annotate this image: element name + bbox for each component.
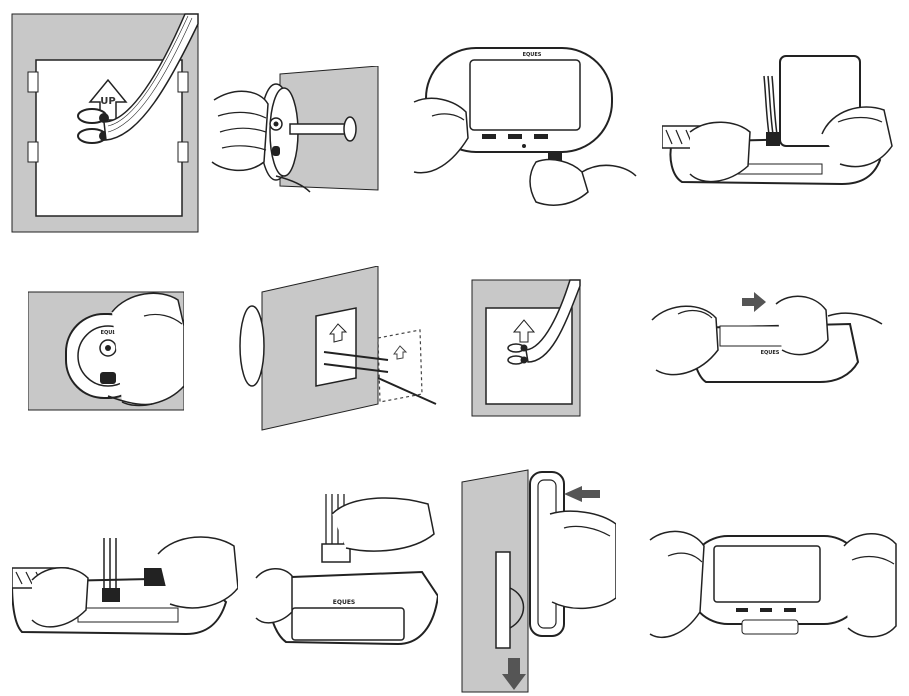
hand xyxy=(111,292,184,407)
step-5-illustration: EQUES xyxy=(28,291,184,411)
doorbell-button xyxy=(100,372,116,384)
step-3-illustration: EQUES xyxy=(413,47,637,206)
step-7-plate-cable xyxy=(470,278,582,418)
step-1-illustration: UP xyxy=(11,13,199,233)
cable xyxy=(509,587,525,629)
step-8-illustration: EQUES xyxy=(651,292,883,383)
battery-connector xyxy=(766,132,780,146)
step-12-monitor-in-hands xyxy=(648,516,898,648)
cable-wires xyxy=(325,494,345,552)
step-10-plug-cable: EQUES xyxy=(252,492,438,656)
button xyxy=(760,608,772,612)
monitor-screen xyxy=(469,59,581,131)
mounting-screw xyxy=(289,123,351,135)
step-4-illustration xyxy=(662,55,893,186)
step-6-illustration xyxy=(239,266,437,431)
door xyxy=(461,469,529,693)
button xyxy=(508,134,522,139)
monitor-screen xyxy=(291,607,405,641)
mounting-plate xyxy=(315,307,357,387)
ribbon-cable xyxy=(103,13,199,141)
screw xyxy=(323,351,389,361)
hand xyxy=(31,567,89,628)
hand xyxy=(549,510,616,610)
step-9-illustration xyxy=(12,536,238,636)
brand-logo: EQUES xyxy=(523,52,542,58)
step-11-attach-monitor xyxy=(460,468,616,694)
step-10-illustration: EQUES xyxy=(255,494,438,646)
screw xyxy=(323,363,389,373)
ribbon-cable xyxy=(525,279,581,363)
slide-down-arrow-icon xyxy=(502,658,526,690)
camera-unit-edge xyxy=(239,305,265,387)
hand xyxy=(331,497,435,552)
step-8-slide-cover: EQUES xyxy=(650,290,886,400)
push-left-arrow-icon xyxy=(564,486,600,502)
mounting-plate xyxy=(495,551,511,649)
hand xyxy=(157,536,238,609)
battery-connector xyxy=(144,568,166,586)
step-3-monitor-front: EQUES xyxy=(412,42,638,210)
button xyxy=(736,608,748,612)
brand-logo: EQUES xyxy=(101,330,120,336)
hand xyxy=(413,97,469,174)
hand xyxy=(689,121,751,183)
step-9-connect-cable xyxy=(12,528,238,662)
hand xyxy=(211,90,269,172)
step-5-camera-on-door: EQUES xyxy=(28,286,184,416)
step-4-battery xyxy=(662,46,894,208)
brand-logo: EQUES xyxy=(333,599,356,606)
step-2-illustration xyxy=(211,66,379,193)
screwdriver xyxy=(377,377,437,405)
cable-connector xyxy=(102,588,120,602)
plate-up-label: UP xyxy=(100,96,115,107)
button xyxy=(482,134,496,139)
hand xyxy=(649,530,705,638)
hand xyxy=(255,568,293,624)
button xyxy=(784,608,796,612)
step-11-illustration xyxy=(461,469,616,693)
monitor-screen xyxy=(713,545,821,603)
hand xyxy=(651,305,719,376)
hand xyxy=(775,295,829,356)
step-7-illustration xyxy=(471,279,581,417)
hand xyxy=(843,533,897,638)
slide-right-arrow-icon xyxy=(742,292,766,312)
step-12-illustration xyxy=(649,530,897,638)
up-arrow-icon xyxy=(88,78,128,121)
hand xyxy=(529,158,589,206)
brand-logo: EQUES xyxy=(761,350,780,356)
cable-connector xyxy=(321,543,351,563)
step-1-mounting-plate: UP xyxy=(10,12,200,234)
plate-outline xyxy=(377,329,423,403)
step-6-plate-screws xyxy=(228,266,438,432)
button xyxy=(534,134,548,139)
step-2-camera-unit xyxy=(206,66,380,194)
